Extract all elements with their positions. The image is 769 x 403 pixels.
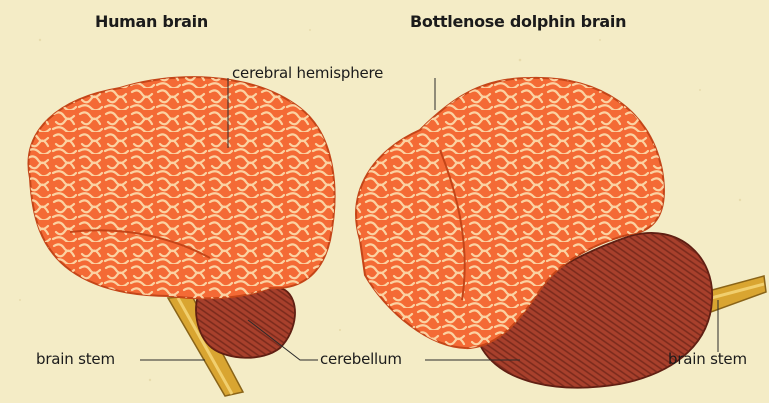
brain-stem-label-human: brain stem: [36, 350, 115, 368]
brain-stem-label-dolphin: brain stem: [668, 350, 747, 368]
dolphin-brain-title: Bottlenose dolphin brain: [410, 12, 626, 31]
human-cerebral-hemisphere: [28, 77, 334, 298]
human-brain-title: Human brain: [95, 12, 208, 31]
cerebral-hemisphere-label: cerebral hemisphere: [232, 64, 383, 82]
cerebellum-label: cerebellum: [320, 350, 402, 368]
